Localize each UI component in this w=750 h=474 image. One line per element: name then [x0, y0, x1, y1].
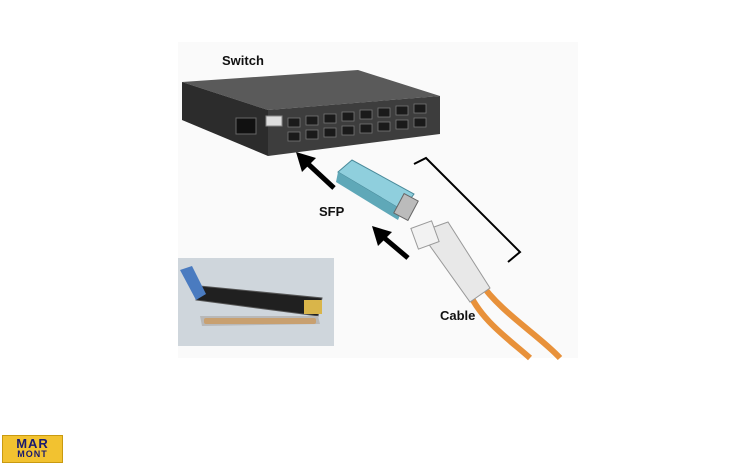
sfp-module — [336, 159, 419, 222]
logo-line-2: MONT — [17, 449, 48, 459]
marmont-logo: MAR MONT — [2, 435, 63, 463]
switch-label: Switch — [222, 53, 264, 68]
logo-line-1: MAR — [16, 436, 49, 451]
fiber-cable — [410, 220, 563, 361]
bracket-line — [413, 156, 522, 263]
arrow-cable-to-sfp — [372, 226, 410, 260]
sfp-photo-inset — [178, 258, 334, 346]
sfp-label: SFP — [319, 204, 345, 219]
arrow-sfp-to-switch — [296, 152, 336, 190]
switch-device — [182, 70, 440, 156]
cable-label: Cable — [440, 308, 476, 323]
